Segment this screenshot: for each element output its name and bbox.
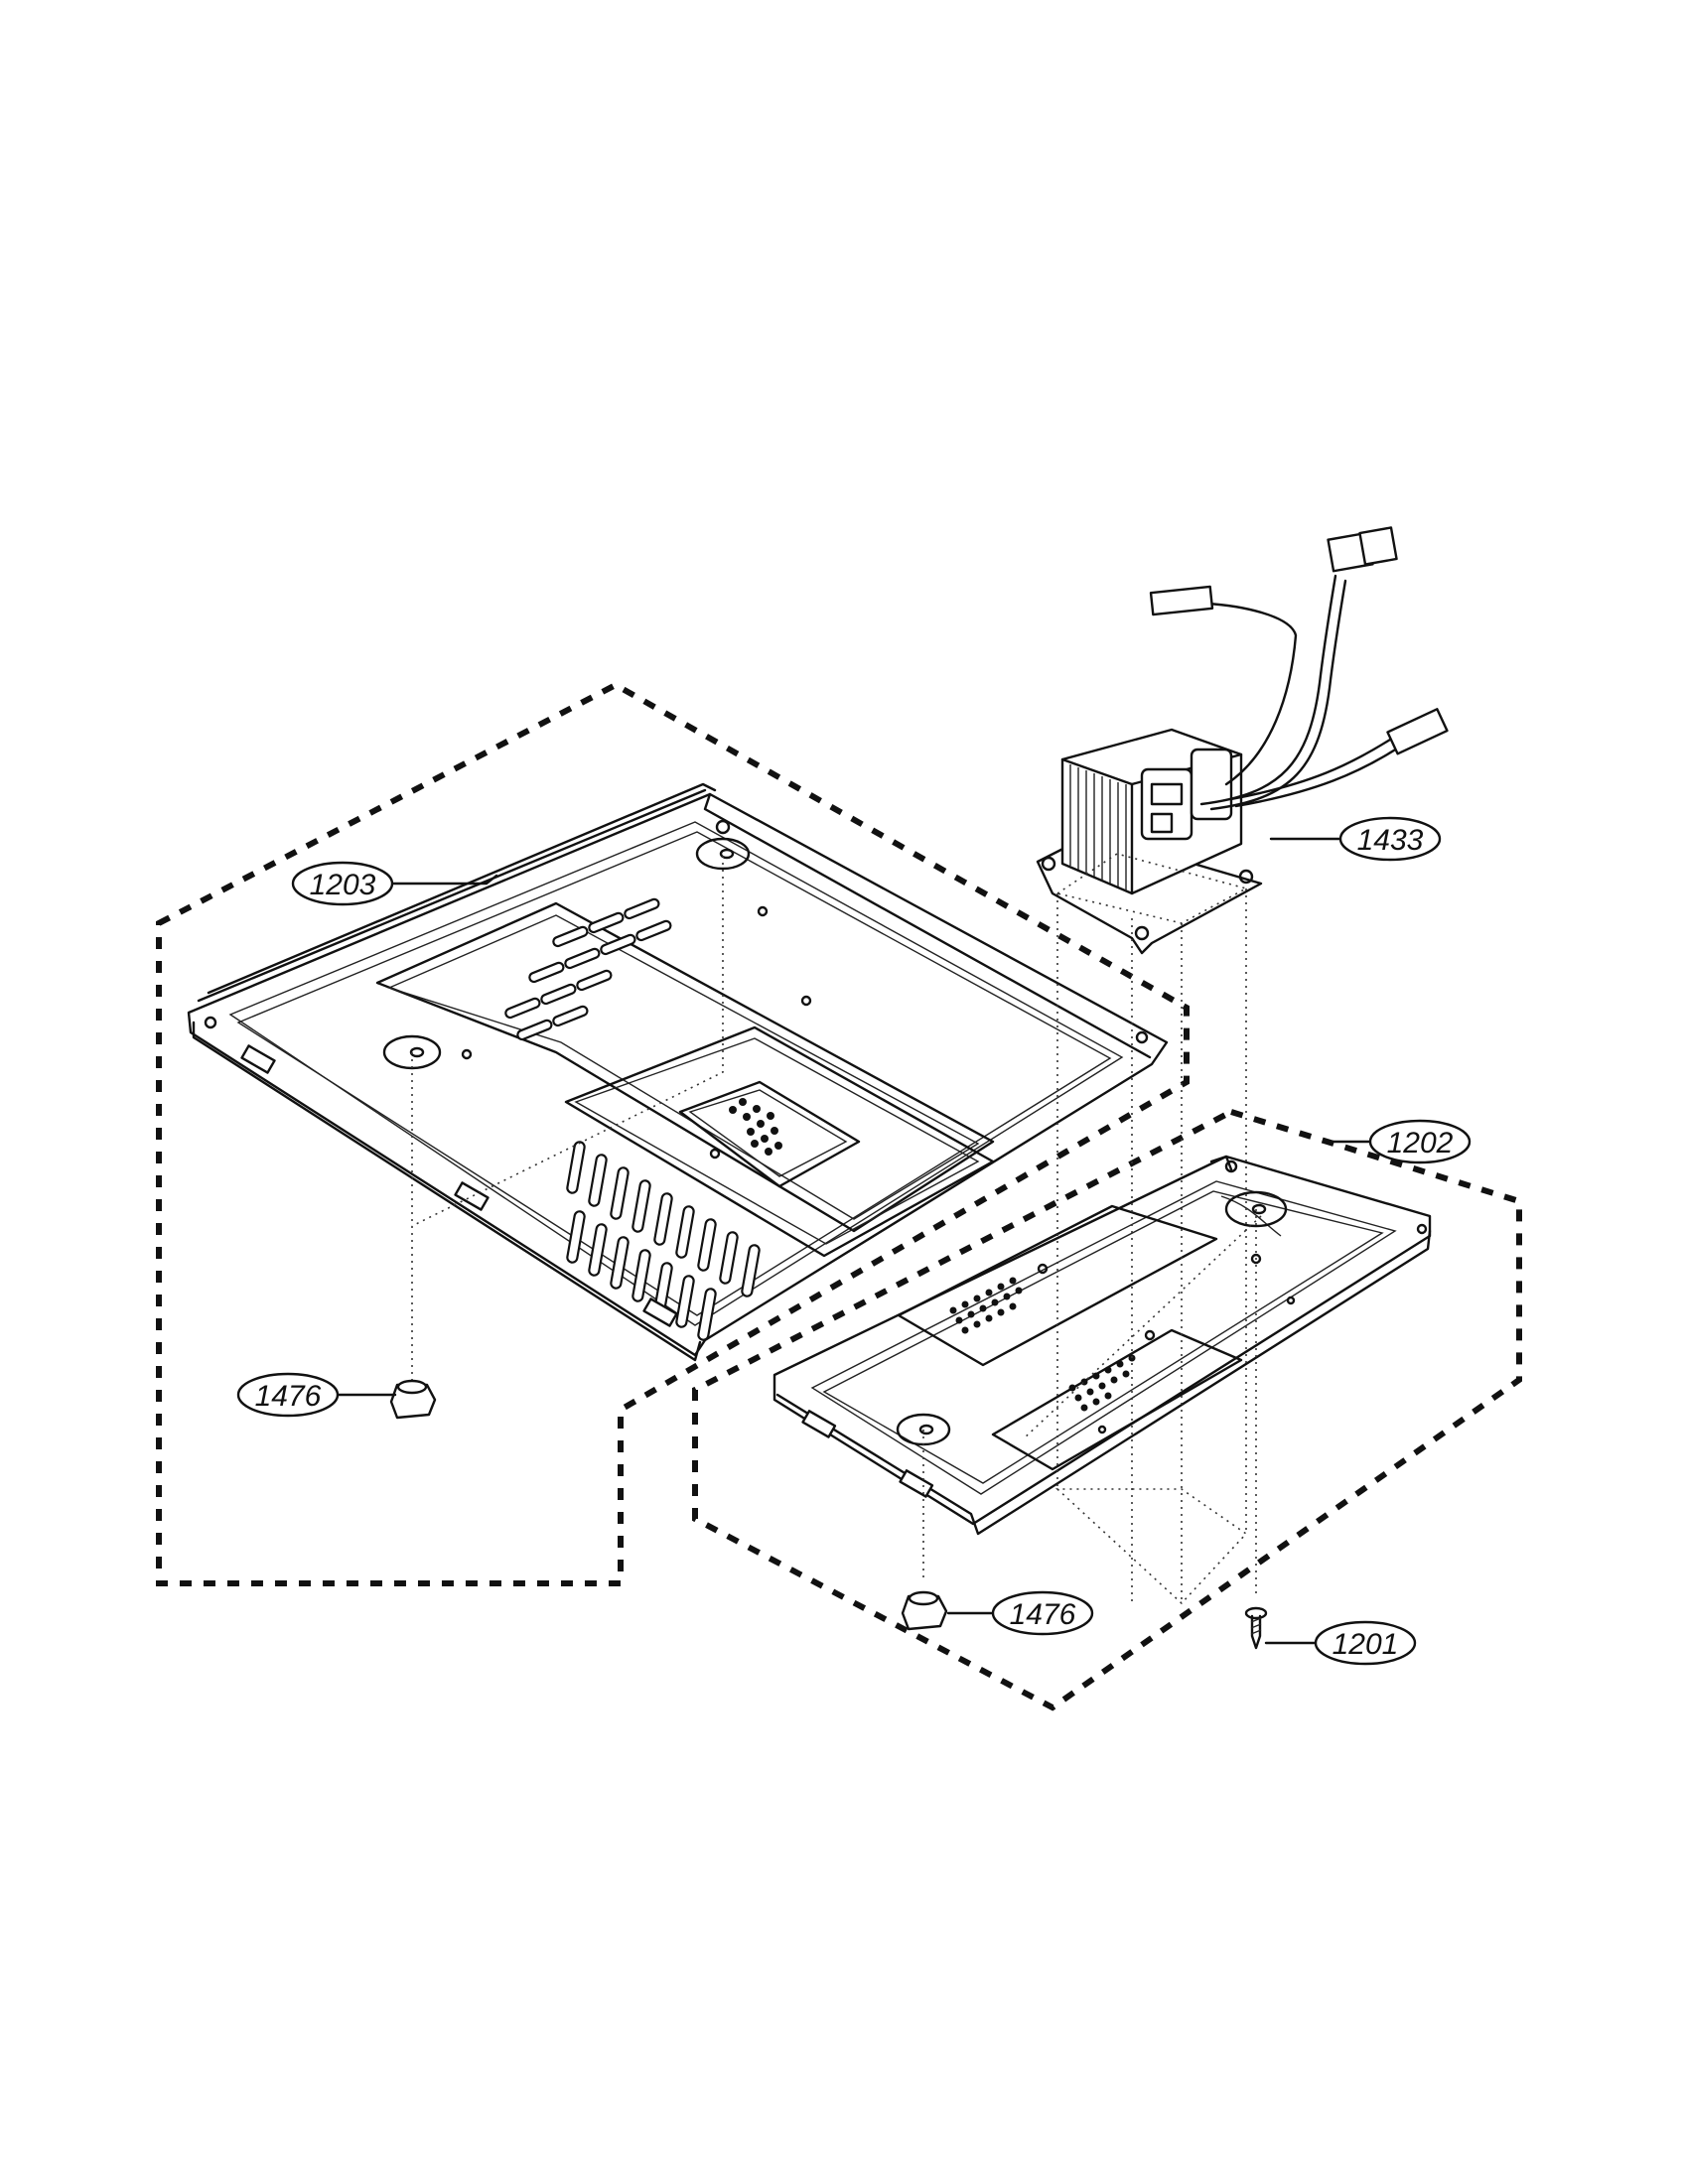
callout-1476-right: 1476 <box>991 1590 1094 1636</box>
callout-1201: 1201 <box>1314 1620 1417 1666</box>
group-outline-small-plate <box>692 1108 1522 1711</box>
callout-1433: 1433 <box>1338 816 1442 862</box>
callout-label-1476-left: 1476 <box>255 1380 322 1413</box>
callout-label-1203: 1203 <box>310 869 376 901</box>
callout-1203: 1203 <box>291 861 394 906</box>
callout-label-1201: 1201 <box>1333 1628 1399 1661</box>
projection-lines <box>411 853 1262 1605</box>
panel-vent-holes-left <box>949 1277 1023 1334</box>
group-outline-large-plate <box>156 681 1190 1586</box>
callout-label-1476-right: 1476 <box>1010 1598 1076 1631</box>
callout-1476-left: 1476 <box>236 1372 340 1418</box>
callout-label-1202: 1202 <box>1387 1127 1454 1160</box>
screw <box>1244 1606 1268 1650</box>
center-vent-holes <box>729 1098 782 1156</box>
small-base-plate <box>772 1155 1432 1536</box>
leader-lines <box>336 837 1372 1645</box>
vent-slots-upper <box>504 897 672 1041</box>
large-base-plate <box>187 782 1169 1362</box>
callout-label-1433: 1433 <box>1357 824 1424 857</box>
rubber-foot-right <box>901 1590 948 1631</box>
callout-1202: 1202 <box>1368 1119 1472 1164</box>
vent-slots-lower <box>566 1141 761 1341</box>
transformer <box>1036 526 1449 955</box>
rubber-foot-left <box>389 1379 437 1420</box>
panel-vent-holes-right <box>1068 1354 1136 1412</box>
